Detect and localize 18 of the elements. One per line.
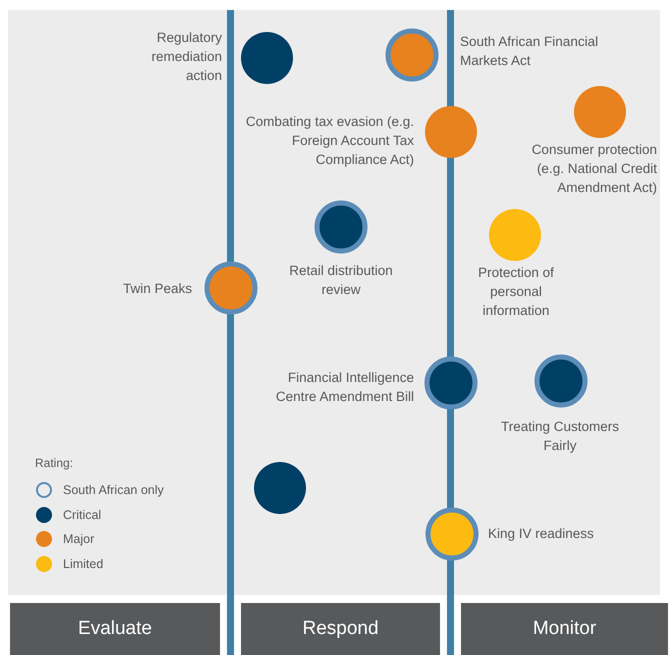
item-label: King IV readiness xyxy=(488,525,595,543)
item-label: Retail distribution review xyxy=(288,262,394,299)
item-label: Treating Customers Fairly xyxy=(500,418,620,455)
legend-label: South African only xyxy=(63,482,164,499)
column-header: Respond xyxy=(241,603,440,655)
item-label: South African Financial Markets Act xyxy=(460,33,600,70)
legend-label: Limited xyxy=(63,556,104,572)
item-label: Regulatory remediation action xyxy=(150,29,222,85)
legend-label: Critical xyxy=(63,506,102,524)
item-label: Combating tax evasion (e.g. Foreign Account Tax Compliance Act) xyxy=(244,113,414,169)
legend-title: Rating: xyxy=(35,455,74,472)
item-label: Consumer protection (e.g. National Credit Amendment Act) xyxy=(530,141,657,197)
column-header: Monitor xyxy=(461,603,668,655)
item-label: Twin Peaks xyxy=(122,280,192,298)
column-header: Evaluate xyxy=(10,603,220,655)
item-label: Protection of personal information xyxy=(477,264,555,320)
item-label: Financial Intelligence Centre Amendment Bill xyxy=(274,369,414,406)
legend-label: Major xyxy=(63,531,94,548)
